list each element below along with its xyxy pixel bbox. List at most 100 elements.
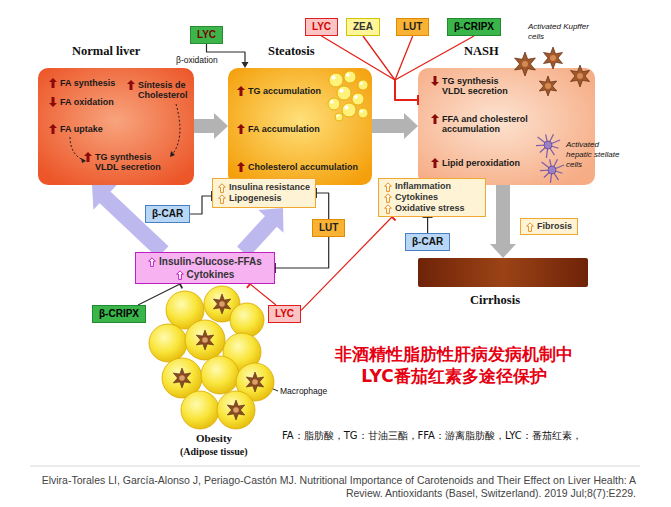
fat-droplet [337, 86, 351, 100]
text-line: β-CRIPX [454, 21, 494, 33]
fat-droplet [342, 103, 356, 117]
macrophage-cell [173, 368, 190, 388]
connector-line [138, 284, 180, 305]
kupffer-nucleus [522, 61, 528, 67]
node-text: Cholesterol accumulation [248, 162, 358, 172]
node-text: ZEA [353, 21, 373, 33]
arrow-head [81, 158, 86, 163]
text-line: LYC [275, 308, 294, 320]
figure-title: 非酒精性脂肪性肝病发病机制中 LYC番茄红素多途径保护 [318, 343, 590, 387]
cell-label: Macrophage [280, 386, 327, 396]
macrophage-nucleus [219, 301, 225, 307]
adipocyte [185, 320, 225, 360]
increase-arrow [237, 162, 245, 172]
node-text: TG accumulation [248, 86, 321, 96]
fat-droplet [335, 113, 343, 121]
connector-line [194, 119, 215, 133]
fat-droplet [328, 98, 340, 110]
connector [243, 208, 283, 252]
macrophage-cell [213, 294, 230, 314]
text-line: β-CAR [412, 236, 443, 248]
adipocyte [230, 303, 264, 337]
citation: Elvira-Torales LI, García-Alonso J, Peri… [30, 474, 636, 500]
fat-droplet [352, 93, 364, 105]
compound-box: LUT [312, 219, 345, 237]
node-text: LYC [312, 21, 331, 33]
connector-line [427, 217, 428, 233]
node-text: Insulina resistance [229, 182, 310, 193]
text-line: β-CRIPX [99, 308, 139, 320]
dashed-arrow [170, 104, 180, 157]
effect-box: Fibrosis [520, 218, 578, 235]
panel-heading: Steatosis [268, 44, 315, 58]
node-text: LUT [319, 222, 338, 234]
stage-panel: SteatosisTG accumulationFA accumulationC… [228, 68, 372, 185]
connector [301, 214, 395, 311]
kupffer-cell [571, 65, 590, 87]
effect-box: Insulina resistanceLipogenesis [212, 178, 316, 208]
increase-arrow [431, 114, 439, 124]
arrow-head [242, 62, 249, 68]
arrow-shape [49, 124, 57, 134]
connector-line [372, 119, 405, 133]
connector-line [496, 185, 510, 245]
connector [423, 217, 433, 233]
compound-box: LYC [305, 18, 338, 36]
macrophage-nucleus [202, 337, 208, 343]
increase-arrow [127, 80, 135, 90]
arrow-shape [219, 183, 226, 192]
dashed-arrow [70, 137, 86, 161]
panel-heading: NASH [464, 44, 499, 58]
compound-box: β-CRIPX [447, 18, 501, 36]
node-text: Inflammation [395, 181, 451, 192]
macrophage-cell [196, 330, 213, 350]
connector [322, 36, 419, 105]
inhibition-bar [417, 95, 419, 105]
connector-line [301, 217, 392, 310]
connector-line [395, 36, 418, 100]
node-text: FA accumulation [248, 124, 320, 134]
inhibition-bar [417, 95, 419, 105]
increase-arrow [176, 270, 184, 280]
arrow-shape [431, 114, 439, 124]
connector [372, 113, 418, 139]
kupffer-nucleus [577, 73, 583, 79]
arrow-shape [49, 97, 57, 107]
text-line: Oxidative stress [384, 203, 465, 214]
increase-arrow [237, 86, 245, 96]
macrophage-nucleus [252, 379, 258, 385]
node-text: Cytokines [187, 268, 235, 281]
stellate-cell [548, 166, 556, 174]
arrow-head [258, 208, 283, 233]
node-text: Síntesis de Cholesterol [138, 80, 192, 100]
cell-label: Activated Kupffer cells [528, 22, 600, 42]
increase-arrow [384, 193, 392, 203]
macrophage-cell [246, 372, 263, 392]
kupffer-cell [539, 76, 556, 96]
arrow-shape [84, 152, 92, 162]
kupffer-cell [515, 52, 536, 76]
fat-droplet [358, 108, 368, 118]
decrease-arrow [49, 97, 57, 107]
node-text: LUT [403, 21, 422, 33]
compound-box: ZEA [346, 18, 380, 36]
node-text: Lipid peroxidation [442, 158, 520, 168]
increase-arrow [49, 124, 57, 134]
arrow-shape [219, 194, 226, 203]
figure-label: Obesity [196, 432, 232, 445]
panel-heading: Normal liver [72, 44, 140, 58]
macrophage-cell [227, 400, 244, 420]
arrow-shape [527, 222, 534, 231]
text-line: Insulina resistance [218, 182, 310, 193]
node-text: FA oxidation [60, 97, 114, 107]
arrow-shape [237, 86, 245, 96]
increase-arrow [49, 78, 57, 88]
node-text: FFA and cholesterol accumulation [442, 114, 542, 134]
text-line: LYC [312, 21, 331, 33]
node-text: TG synthesis VLDL secretion [95, 152, 167, 172]
arrow-shape [176, 270, 183, 279]
panel-heading: Cirrhosis [470, 293, 520, 307]
arrow-shape [385, 204, 392, 213]
arrow-shape [127, 80, 135, 90]
text-line: Cytokines [384, 192, 438, 203]
